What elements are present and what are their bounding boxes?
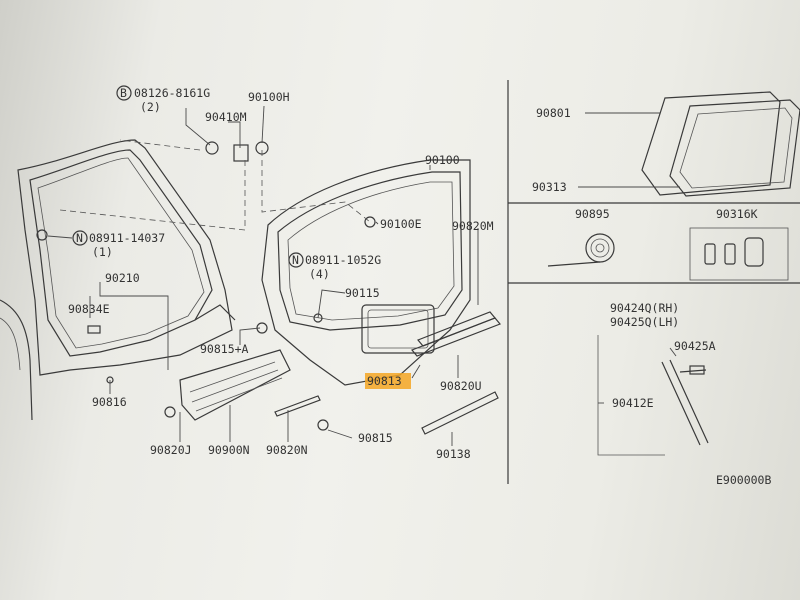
glass-drawing	[641, 91, 800, 197]
label-90816: 90816	[92, 395, 127, 409]
label-90801: 90801	[536, 106, 571, 120]
clip-kit-drawing	[689, 227, 789, 281]
label-90813: 90813	[367, 374, 402, 388]
label-90815: 90815	[358, 431, 393, 445]
label-90100H: 90100H	[248, 90, 290, 104]
label-90425A: 90425A	[674, 339, 716, 353]
gas-strut-drawing	[597, 335, 709, 456]
label-08911-14037: 08911-14037	[89, 231, 165, 245]
label-90316K: 90316K	[716, 207, 758, 221]
label-90834E: 90834E	[68, 302, 110, 316]
label-90820M: 90820M	[452, 219, 494, 233]
b-mark: B	[120, 86, 127, 100]
label-90900N: 90900N	[208, 443, 250, 457]
label-90410M: 90410M	[205, 110, 247, 124]
moulding-drawing	[179, 311, 501, 435]
b-mark-circle	[116, 85, 132, 101]
leader-lines	[47, 105, 680, 446]
label-90425Q: 90425Q(LH)	[610, 315, 679, 329]
n-mark-1: N	[76, 231, 83, 245]
label-90313: 90313	[532, 180, 567, 194]
label-90115: 90115	[345, 286, 380, 300]
label-90820J: 90820J	[150, 443, 192, 457]
label-90100: 90100	[425, 153, 460, 167]
label-08911-1052G: 08911-1052G	[305, 253, 381, 267]
label-90210: 90210	[105, 271, 140, 285]
label-nut-qty-2: (4)	[309, 267, 330, 281]
label-90412E: 90412E	[612, 396, 654, 410]
n-mark-circle-2	[288, 252, 304, 268]
highlight-90813	[365, 373, 411, 389]
n-mark-2: N	[292, 253, 299, 267]
label-90815A: 90815+A	[200, 342, 249, 356]
label-90820U: 90820U	[440, 379, 482, 393]
back-door-drawing	[261, 159, 471, 386]
n-mark-circle-1	[72, 230, 88, 246]
label-nut-qty-1: (1)	[92, 245, 113, 259]
label-90424Q: 90424Q(RH)	[610, 301, 679, 315]
label-90820N: 90820N	[266, 443, 308, 457]
label-90895: 90895	[575, 207, 610, 221]
fastener-marks	[36, 141, 376, 431]
sealant-drawing	[547, 233, 615, 267]
label-90100E: 90100E	[380, 217, 422, 231]
vehicle-body-drawing	[0, 139, 236, 421]
figure-code: E900000B	[716, 473, 771, 487]
label-bolt-qty: (2)	[140, 100, 161, 114]
label-08126-8161G: 08126-8161G	[134, 86, 210, 100]
label-90138: 90138	[436, 447, 471, 461]
